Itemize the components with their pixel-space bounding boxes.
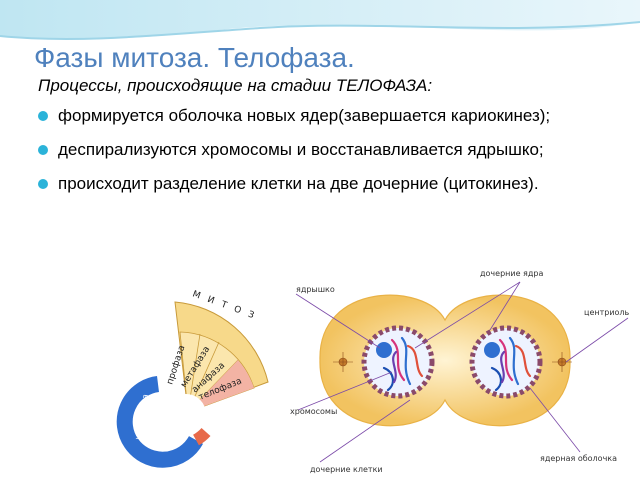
list-item-text: формируется оболочка новых ядер(завершае… xyxy=(58,106,551,125)
list-item: формируется оболочка новых ядер(завершае… xyxy=(38,104,598,128)
mitosis-wheel: МИТОЗ профаза метафаза анафаза телофаза … xyxy=(116,289,269,468)
label-centriole: центриоль xyxy=(584,308,630,317)
label-nucleolus: ядрышко xyxy=(296,285,335,294)
slide-subtitle: Процессы, происходящие на стадии ТЕЛОФАЗ… xyxy=(38,76,433,95)
label-daughter-cells: дочерние клетки xyxy=(310,465,383,474)
label-daughter-nuclei: дочерние ядра xyxy=(480,269,543,278)
label-leader-lines xyxy=(295,281,629,463)
list-item-text: деспирализуются хромосомы и восстанавлив… xyxy=(58,140,544,159)
list-item: деспирализуются хромосомы и восстанавлив… xyxy=(38,138,598,162)
nucleolus-left xyxy=(376,342,392,358)
list-item-text: происходит разделение клетки на две доче… xyxy=(58,174,539,193)
centriole-left xyxy=(333,352,353,372)
bullet-dot-icon xyxy=(38,145,48,155)
chromosomes-left xyxy=(382,336,424,392)
list-item: происходит разделение клетки на две доче… xyxy=(38,172,598,196)
bullet-dot-icon xyxy=(38,179,48,189)
header-wave-decoration xyxy=(0,0,640,40)
bullet-dot-icon xyxy=(38,111,48,121)
process-list: формируется оболочка новых ядер(завершае… xyxy=(38,104,598,206)
nucleolus-right xyxy=(484,342,500,358)
label-nuclear-envelope: ядерная оболочка xyxy=(540,454,617,463)
label-chromosomes: хромосомы xyxy=(290,407,337,416)
dividing-cells xyxy=(319,294,572,427)
slide-title: Фазы митоза. Телофаза. xyxy=(34,42,355,73)
chromosomes-right xyxy=(490,336,532,392)
